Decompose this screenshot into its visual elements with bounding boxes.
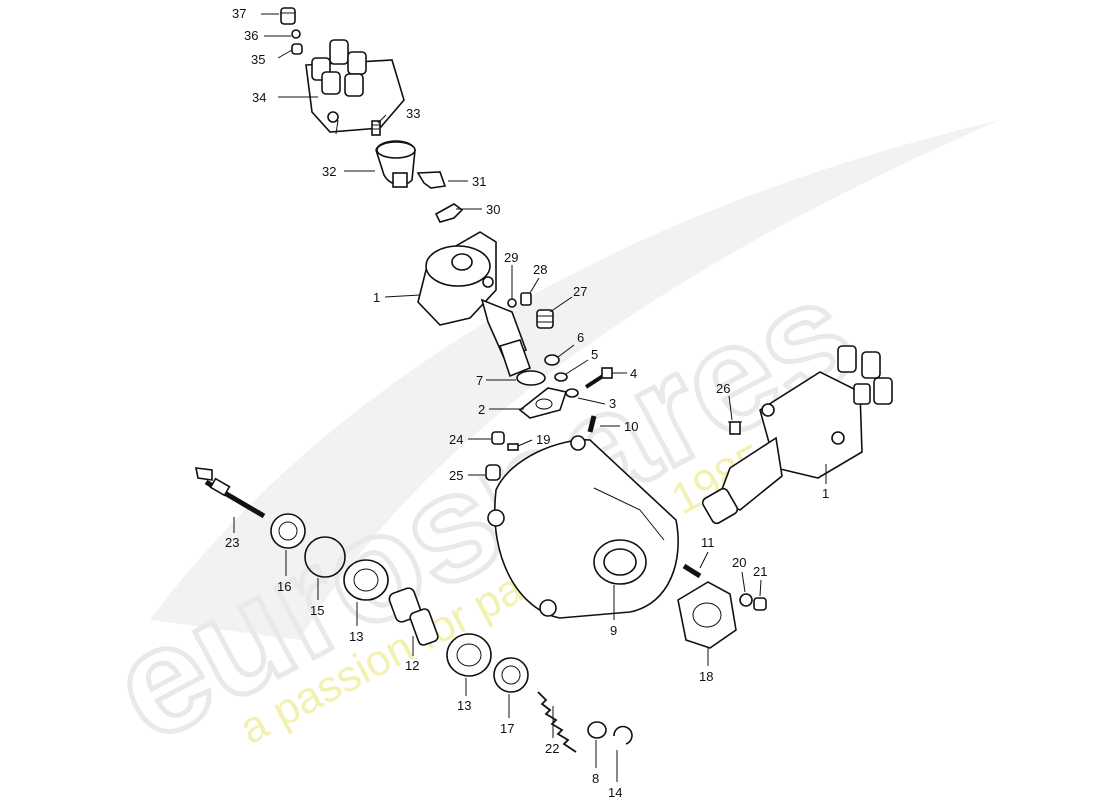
callout-30: 30 bbox=[486, 202, 500, 217]
callout-33: 33 bbox=[406, 106, 420, 121]
part-25-bushing bbox=[485, 464, 501, 481]
callout-35: 35 bbox=[251, 52, 265, 67]
callout-29: 29 bbox=[504, 250, 518, 265]
callout-12: 12 bbox=[405, 658, 419, 673]
callout-22: 22 bbox=[545, 741, 559, 756]
callout-21: 21 bbox=[753, 564, 767, 579]
callout-20: 20 bbox=[732, 555, 746, 570]
part-10-stud bbox=[587, 415, 597, 433]
part-6-nut bbox=[544, 354, 560, 366]
part-15-o-ring bbox=[304, 536, 346, 578]
part-24-nut bbox=[491, 431, 505, 445]
callout-2: 2 bbox=[478, 402, 485, 417]
callout-26: 26 bbox=[716, 381, 730, 396]
part-5-washer bbox=[554, 372, 568, 382]
callout-32: 32 bbox=[322, 164, 336, 179]
part-34-distributor-cap bbox=[305, 39, 405, 135]
callout-1-right: 1 bbox=[822, 486, 829, 501]
callout-9: 9 bbox=[610, 623, 617, 638]
part-27-plug bbox=[536, 309, 554, 329]
part-1-distributor-housing-upper bbox=[417, 231, 532, 378]
callout-17: 17 bbox=[500, 721, 514, 736]
callout-14: 14 bbox=[608, 785, 622, 800]
part-13-bearing-lower bbox=[446, 633, 492, 677]
part-19-pin bbox=[507, 443, 519, 451]
part-8-washer bbox=[587, 721, 607, 739]
part-29-washer bbox=[507, 298, 517, 308]
callout-16: 16 bbox=[277, 579, 291, 594]
part-2-flange bbox=[518, 387, 568, 419]
callout-3: 3 bbox=[609, 396, 616, 411]
leader-lines bbox=[233, 13, 827, 782]
parts bbox=[194, 7, 893, 753]
part-31-clip bbox=[416, 171, 447, 189]
callout-36: 36 bbox=[244, 28, 258, 43]
callout-31: 31 bbox=[472, 174, 486, 189]
part-3-washer bbox=[565, 388, 579, 398]
part-13-bearing-upper bbox=[343, 559, 389, 601]
callout-37: 37 bbox=[232, 6, 246, 21]
part-22-spring bbox=[537, 691, 577, 753]
part-11-stud bbox=[682, 563, 702, 579]
watermark-swoosh bbox=[150, 120, 1000, 640]
part-30-bracket bbox=[434, 203, 464, 223]
part-23-shaft bbox=[194, 467, 266, 519]
callout-28: 28 bbox=[533, 262, 547, 277]
callout-4: 4 bbox=[630, 366, 637, 381]
callout-25: 25 bbox=[449, 468, 463, 483]
callout-13-lower: 13 bbox=[457, 698, 471, 713]
part-9-gearbox-housing bbox=[487, 435, 679, 619]
callout-11: 11 bbox=[701, 535, 715, 550]
callout-24: 24 bbox=[449, 432, 463, 447]
callout-1-upper: 1 bbox=[373, 290, 380, 305]
part-37-cap bbox=[280, 7, 296, 25]
part-1-distributor-assembly bbox=[701, 345, 893, 525]
callout-13-upper: 13 bbox=[349, 629, 363, 644]
part-36-bushing bbox=[291, 29, 301, 39]
callout-5: 5 bbox=[591, 347, 598, 362]
callout-15: 15 bbox=[310, 603, 324, 618]
callout-7: 7 bbox=[476, 373, 483, 388]
part-33-spring bbox=[371, 120, 381, 136]
callout-23: 23 bbox=[225, 535, 239, 550]
part-21-nut bbox=[753, 597, 767, 611]
part-17-seal bbox=[493, 657, 529, 693]
part-20-washer bbox=[739, 593, 753, 607]
part-32-rotor bbox=[375, 140, 416, 188]
part-18-flange-cover bbox=[677, 581, 737, 649]
callout-19: 19 bbox=[536, 432, 550, 447]
part-35-seal bbox=[291, 43, 303, 55]
part-12-gear-shaft bbox=[388, 587, 439, 646]
callout-numbers: 37 36 35 34 33 32 31 30 29 28 27 1 6 5 7… bbox=[225, 6, 829, 800]
callout-10: 10 bbox=[624, 419, 638, 434]
callout-27: 27 bbox=[573, 284, 587, 299]
part-16-seal bbox=[270, 513, 306, 549]
part-26-screw bbox=[728, 421, 742, 435]
part-14-circlip bbox=[613, 725, 633, 745]
part-28-nut bbox=[520, 292, 532, 306]
callout-34: 34 bbox=[252, 90, 266, 105]
callout-18: 18 bbox=[699, 669, 713, 684]
part-7-o-ring bbox=[516, 370, 546, 386]
callout-8: 8 bbox=[592, 771, 599, 786]
callout-6: 6 bbox=[577, 330, 584, 345]
